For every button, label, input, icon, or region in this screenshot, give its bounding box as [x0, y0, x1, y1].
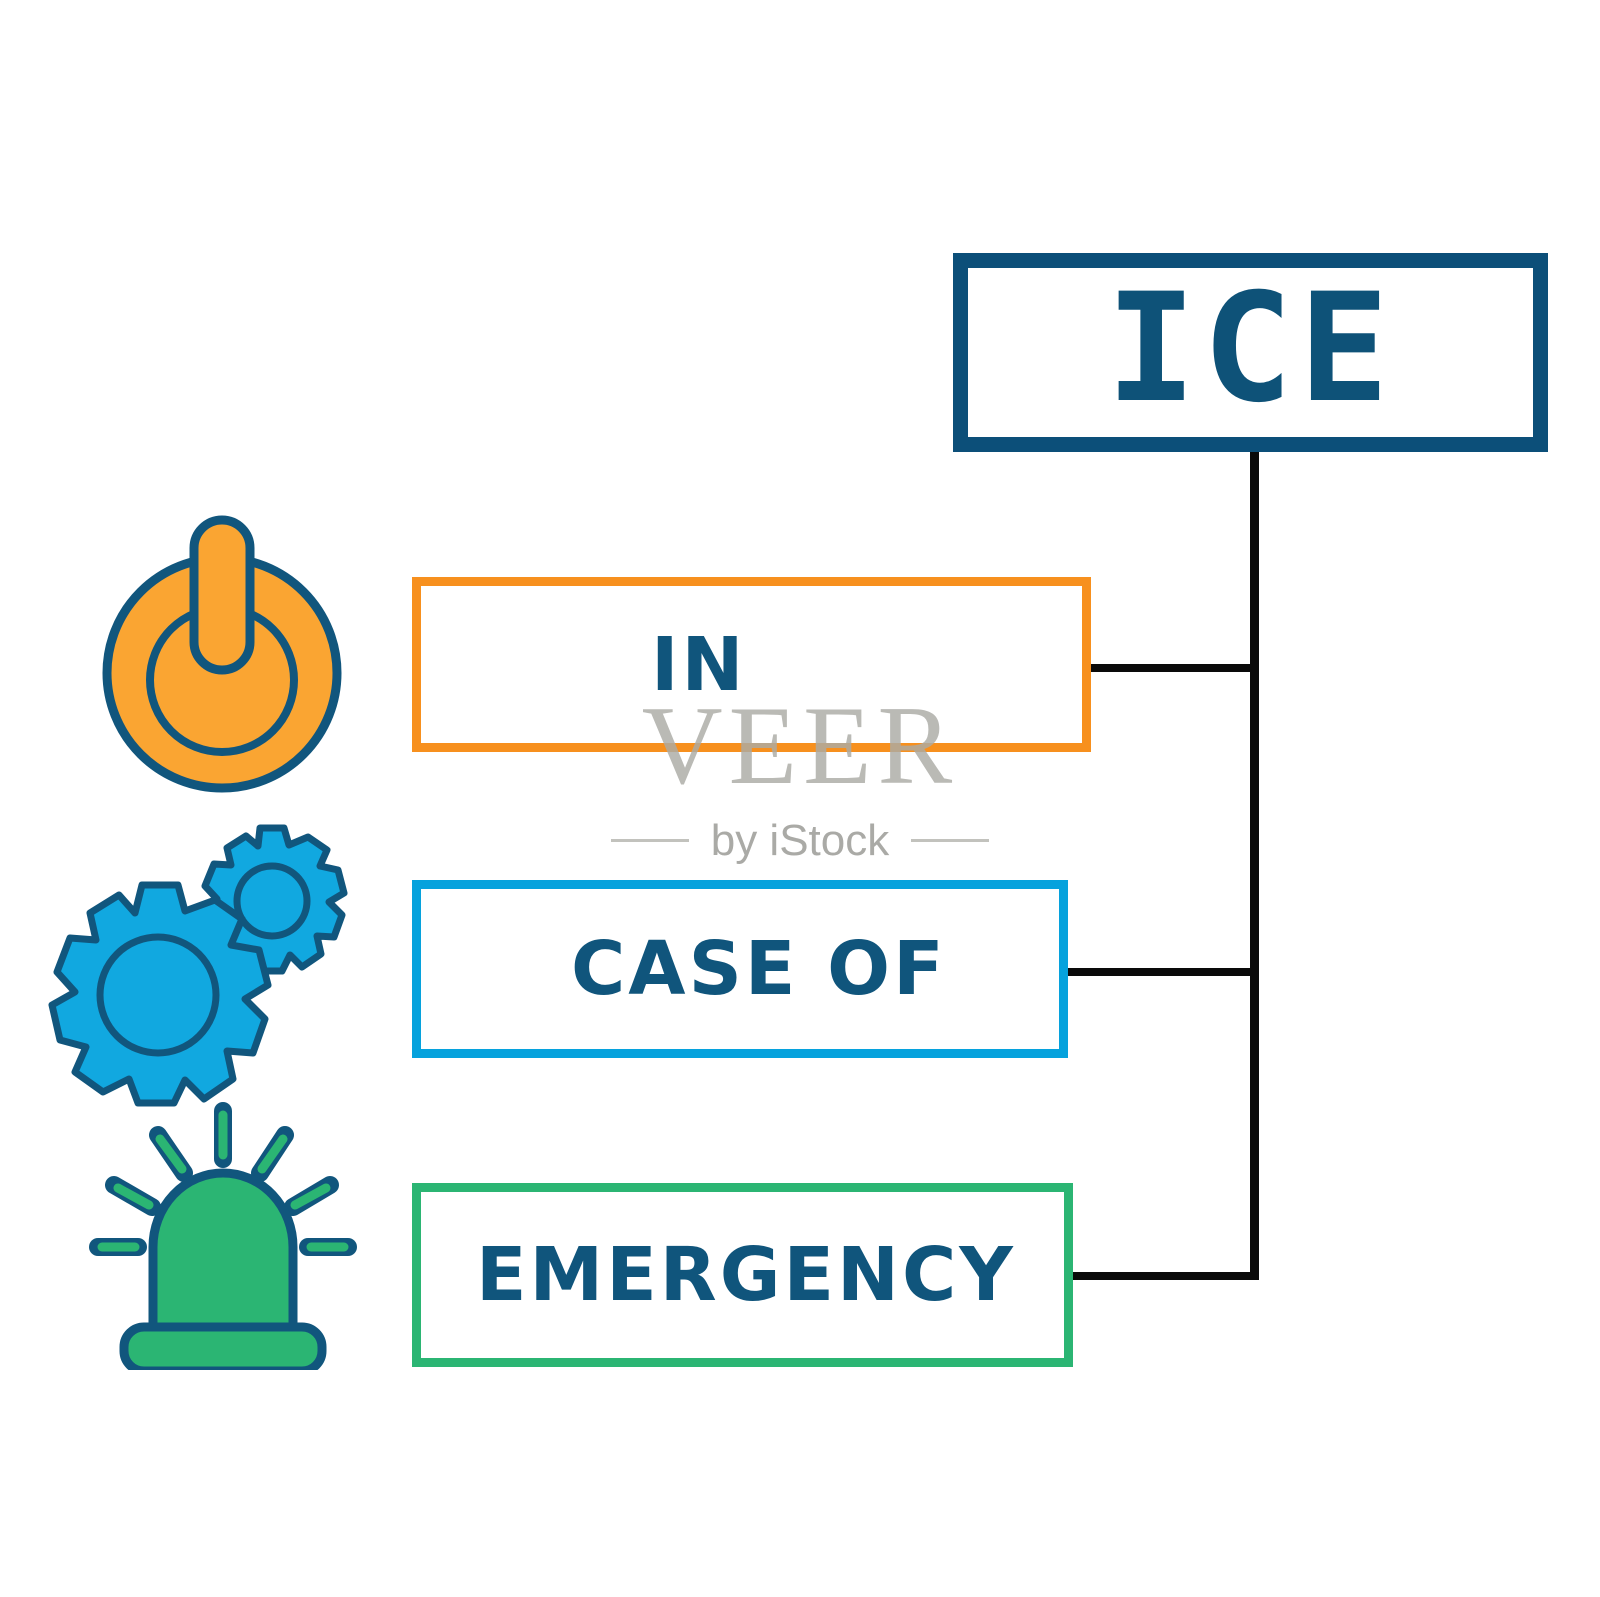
connector-branch-in — [1082, 664, 1258, 672]
gears-icon — [40, 798, 370, 1113]
word-label-emergency: EMERGENCY — [476, 1232, 1016, 1318]
word-label-in: IN — [651, 621, 747, 708]
word-box-case-of: CASE OF — [412, 880, 1068, 1058]
watermark-attribution: by iStock — [710, 815, 890, 865]
word-label-case-of: CASE OF — [571, 926, 947, 1012]
connector-branch-emergency — [1064, 1272, 1258, 1280]
word-box-in: IN — [412, 577, 1091, 752]
connector-branch-case — [1059, 968, 1258, 976]
watermark-rule-left — [610, 839, 689, 843]
word-box-emergency: EMERGENCY — [412, 1183, 1073, 1367]
siren-icon — [80, 1095, 370, 1376]
acronym-title-box: ICE — [953, 253, 1548, 452]
page-title: ICE — [1106, 261, 1395, 436]
power-button-icon — [100, 508, 360, 803]
watermark-rule-right — [911, 839, 990, 843]
connector-trunk-line — [1250, 452, 1259, 1280]
